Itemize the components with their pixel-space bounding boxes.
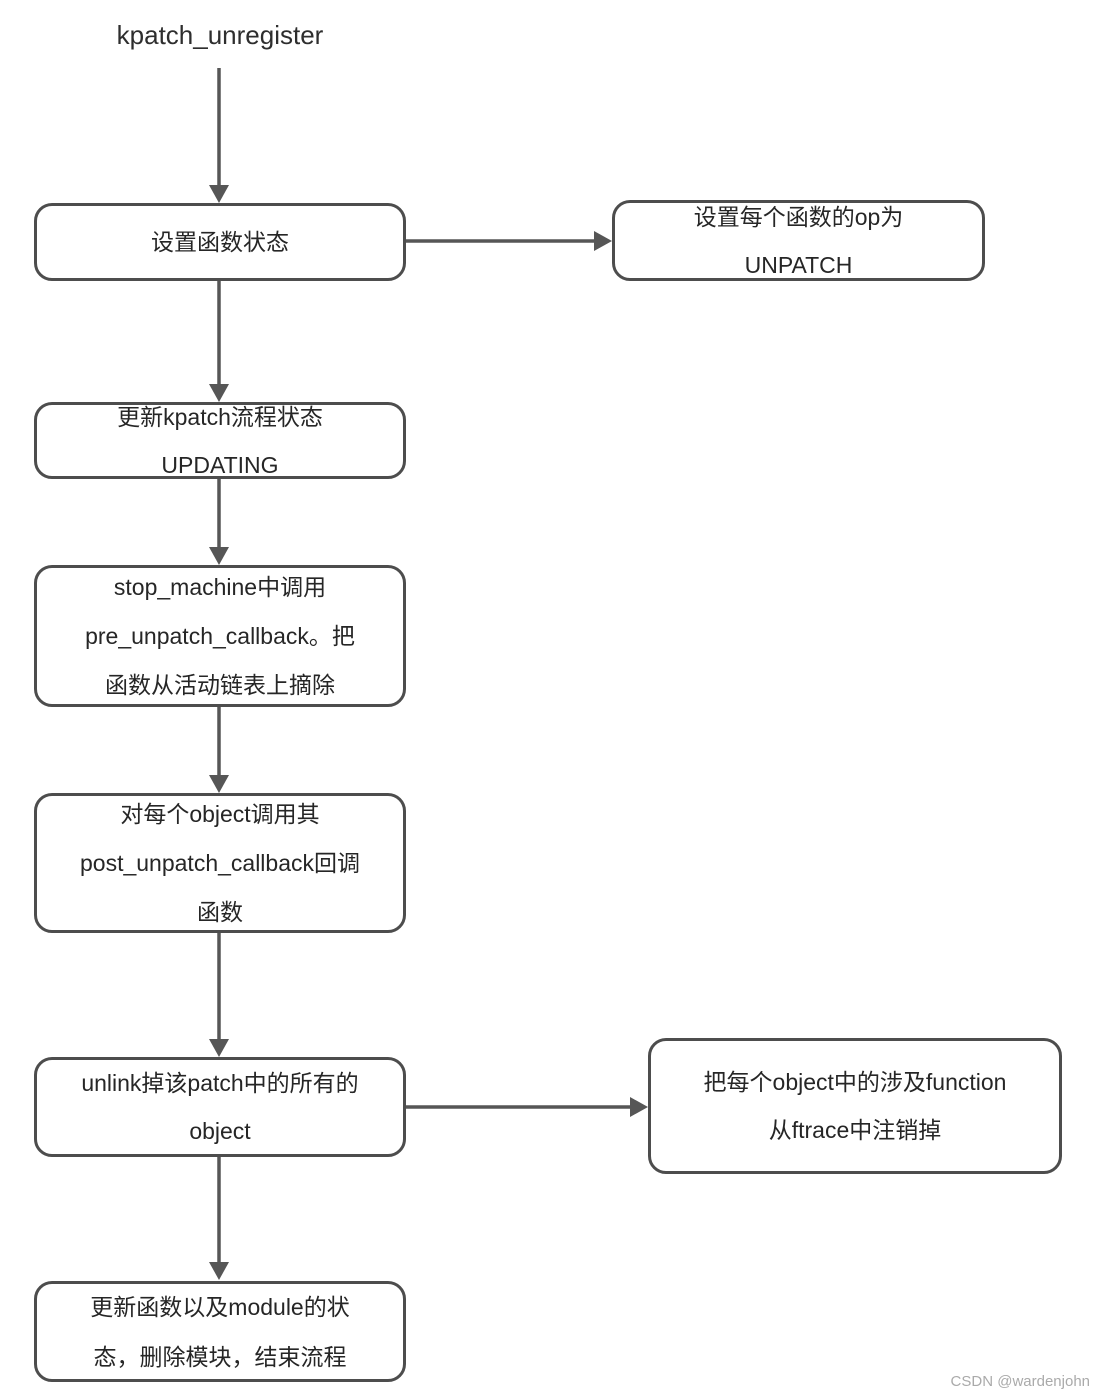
arrow-stop-machine-to-post-callback	[209, 707, 229, 793]
node-text: post_unpatch_callback回调	[80, 849, 360, 876]
arrow-set-state-to-op-unpatch	[406, 231, 612, 251]
node-text: 函数从活动链表上摘除	[105, 671, 335, 698]
flowchart-title: kpatch_unregister	[116, 20, 324, 50]
node-text: 函数	[197, 898, 243, 925]
node-update-kpatch-state: 更新kpatch流程状态 UPDATING	[34, 402, 406, 479]
node-text: 对每个object调用其	[120, 800, 320, 827]
node-stop-machine-pre-unpatch: stop_machine中调用 pre_unpatch_callback。把 函…	[34, 565, 406, 707]
node-text: 从ftrace中注销掉	[768, 1117, 942, 1143]
node-text: 态，删除模块，结束流程	[93, 1343, 347, 1370]
node-set-op-unpatch: 设置每个函数的op为 UNPATCH	[612, 200, 985, 281]
arrow-set-state-to-updating	[209, 281, 229, 402]
node-finish-flow: 更新函数以及module的状 态，删除模块，结束流程	[34, 1281, 406, 1382]
node-text: stop_machine中调用	[113, 573, 327, 600]
csdn-watermark: CSDN @wardenjohn	[950, 1373, 1090, 1390]
node-text: unlink掉该patch中的所有的	[81, 1070, 359, 1096]
arrow-unlink-to-ftrace	[406, 1097, 648, 1117]
node-text: 更新kpatch流程状态	[117, 403, 323, 430]
arrow-title-to-set-state	[209, 68, 229, 203]
node-text: 设置每个函数的op为	[693, 203, 904, 230]
node-text: UNPATCH	[744, 251, 853, 278]
node-text: pre_unpatch_callback。把	[85, 622, 355, 649]
node-unlink-objects: unlink掉该patch中的所有的 object	[34, 1057, 406, 1157]
arrow-post-callback-to-unlink	[209, 933, 229, 1057]
arrow-updating-to-stop-machine	[209, 479, 229, 565]
node-set-function-state: 设置函数状态	[34, 203, 406, 281]
arrow-unlink-to-finish	[209, 1157, 229, 1280]
node-ftrace-unregister: 把每个object中的涉及function 从ftrace中注销掉	[648, 1038, 1062, 1174]
node-text: UPDATING	[161, 451, 279, 478]
node-text: 把每个object中的涉及function	[703, 1069, 1007, 1095]
node-text: 设置函数状态	[151, 229, 289, 255]
node-post-unpatch-callback: 对每个object调用其 post_unpatch_callback回调 函数	[34, 793, 406, 933]
node-text: object	[189, 1118, 251, 1144]
node-text: 更新函数以及module的状	[90, 1293, 350, 1320]
